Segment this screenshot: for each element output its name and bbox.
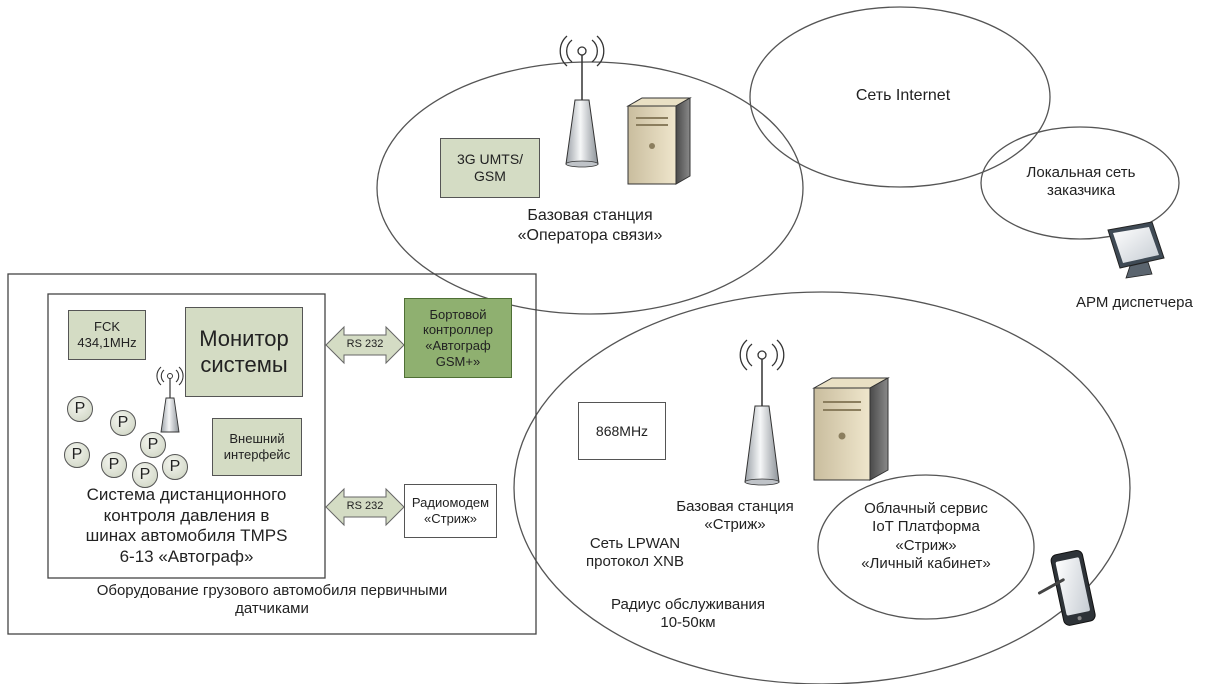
strizh-station-label: Базовая станция «Стриж» xyxy=(676,498,794,534)
rs232-bottom-label: RS 232 xyxy=(346,500,384,512)
sensor-letter: P xyxy=(169,458,181,475)
operator-station-label: Базовая станция «Оператора связи» xyxy=(517,207,663,244)
equipment-caption: Оборудование грузового автомобиля первич… xyxy=(96,582,448,618)
sensor-icon: P xyxy=(132,462,158,488)
sensor-letter: P xyxy=(147,436,159,453)
service-radius-label: Радиус обслуживания 10-50км xyxy=(610,596,765,632)
internet-label: Сеть Internet xyxy=(855,87,951,104)
sensor-icon: P xyxy=(101,452,127,478)
cloud-service-label: Облачный сервис IoT Платформа «Стриж» «Л… xyxy=(861,500,991,572)
monitor-icon xyxy=(1107,221,1165,279)
freq-868-box: 868MHz xyxy=(578,402,666,460)
sensor-letter: P xyxy=(139,466,151,483)
truck-outer-frame xyxy=(7,273,537,635)
cloud-ellipse xyxy=(817,474,1035,620)
monitor-system-box: Монитор системы xyxy=(185,307,303,397)
sensor-letter: P xyxy=(108,456,120,473)
lpwan-ellipse xyxy=(513,291,1131,684)
sensor-letter: P xyxy=(117,414,129,431)
sensor-icon: P xyxy=(162,454,188,480)
internet-ellipse xyxy=(749,6,1051,188)
sensor-letter: P xyxy=(74,400,86,417)
server-icon-strizh xyxy=(812,377,890,481)
local-network-label: Локальная сеть заказчика xyxy=(1026,164,1136,200)
local-network-ellipse xyxy=(980,126,1180,240)
antenna-icon-truck xyxy=(156,366,184,433)
sensor-icon: P xyxy=(110,410,136,436)
rs232-top-label: RS 232 xyxy=(346,338,384,350)
sensor-icon: P xyxy=(64,442,90,468)
server-icon-operator xyxy=(626,97,692,185)
sensor-letter: P xyxy=(71,446,83,463)
dispatcher-label: АРМ диспетчера xyxy=(1076,294,1193,311)
sensor-icon: P xyxy=(140,432,166,458)
tpms-caption: Система дистанционного контроля давления… xyxy=(85,485,288,567)
antenna-icon-operator xyxy=(559,35,605,168)
tablet-icon xyxy=(1037,549,1096,626)
fck-box: FCK 434,1MHz xyxy=(68,310,146,360)
lpwan-network-label: Сеть LPWAN протокол XNB xyxy=(585,535,685,571)
radiomodem-box: Радиомодем «Стриж» xyxy=(404,484,497,538)
umts-gsm-box: 3G UMTS/ GSM xyxy=(440,138,540,198)
sensor-icon: P xyxy=(67,396,93,422)
antenna-icon-strizh xyxy=(739,339,785,486)
external-interface-box: Внешний интерфейс xyxy=(212,418,302,476)
onboard-controller-box: Бортовой контроллер «Автограф GSM+» xyxy=(404,298,512,378)
tpms-inner-frame xyxy=(47,293,326,579)
operator-ellipse xyxy=(376,61,804,315)
